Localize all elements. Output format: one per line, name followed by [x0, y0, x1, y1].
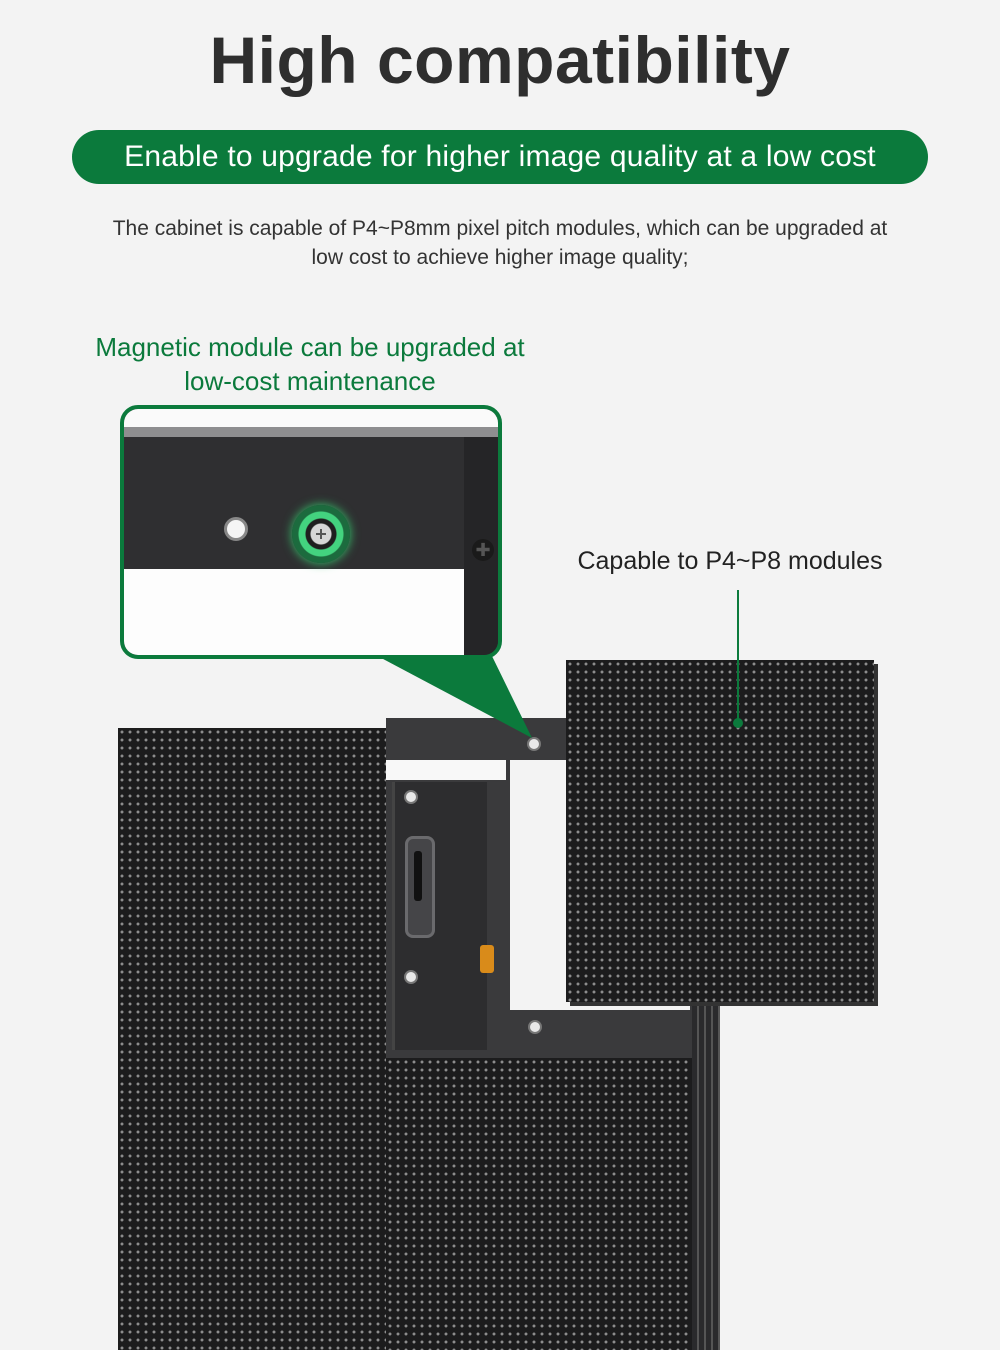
capability-leader-line [737, 590, 739, 722]
led-panel-bottom [386, 1050, 692, 1350]
capability-leader-dot [733, 718, 743, 728]
capability-callout-label: Capable to P4~P8 modules [577, 547, 883, 575]
stacked-modules-edge [692, 1000, 720, 1350]
led-module-floating [566, 660, 874, 1002]
page-title: High compatibility [209, 23, 791, 97]
bolt-icon [527, 737, 541, 751]
magnetic-callout-label: Magnetic module can be upgraded at low-c… [95, 332, 525, 396]
description-text: The cabinet is capable of P4~P8mm pixel … [112, 217, 888, 269]
mount-hole [224, 517, 248, 541]
banner-pill: Enable to upgrade for higher image quali… [72, 130, 928, 184]
zoom-detail-box: ✚ [120, 405, 502, 659]
zoom-module-surface [124, 569, 474, 655]
cabinet-opening [386, 760, 506, 780]
screw-icon: ✚ [472, 539, 494, 561]
bolt-icon [404, 790, 418, 804]
power-connector [405, 836, 435, 938]
bolt-icon [404, 970, 418, 984]
bolt-icon [528, 1020, 542, 1034]
led-panel-left [118, 728, 386, 1350]
magnet-screw-icon [292, 505, 350, 563]
orange-plug [480, 945, 494, 973]
